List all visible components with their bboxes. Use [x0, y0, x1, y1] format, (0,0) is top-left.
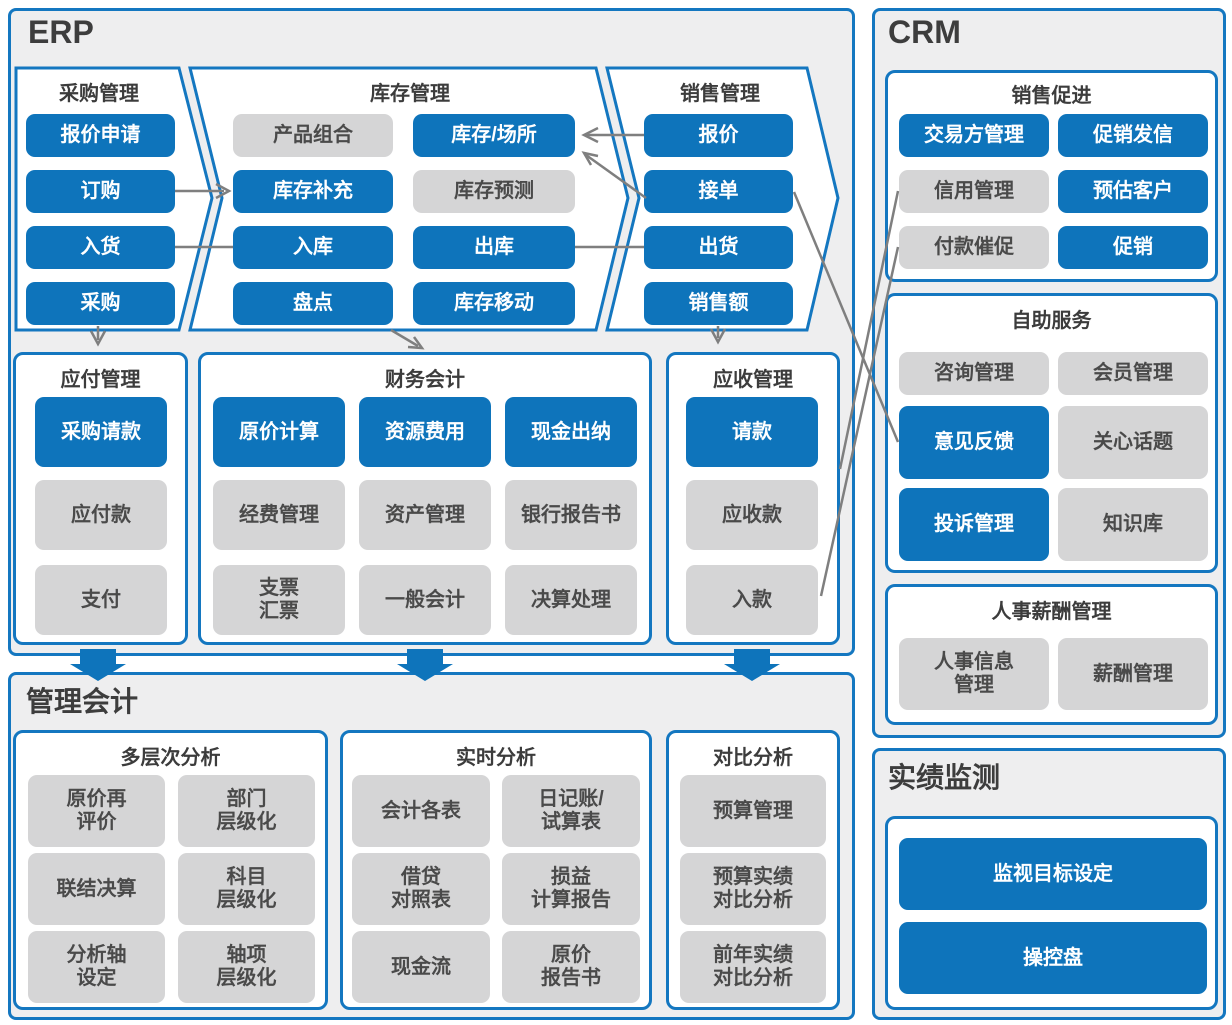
node-money-in[interactable]: 入款 — [686, 565, 818, 635]
node-stock-location[interactable]: 库存/场所 — [413, 114, 575, 157]
node-payroll[interactable]: 薪酬管理 — [1058, 638, 1208, 710]
crm-title: CRM — [888, 14, 961, 50]
node-feedback[interactable]: 意见反馈 — [899, 406, 1049, 479]
node-budget-mgmt[interactable]: 预算管理 — [680, 775, 826, 847]
node-budget-actual-compare[interactable]: 预算实绩 对比分析 — [680, 853, 826, 925]
node-expense-mgmt[interactable]: 经费管理 — [213, 480, 345, 550]
node-product-mix[interactable]: 产品组合 — [233, 114, 393, 157]
node-checks-drafts[interactable]: 支票 汇票 — [213, 565, 345, 635]
node-cost-reeval[interactable]: 原价再 评价 — [28, 775, 165, 847]
node-topics[interactable]: 关心话题 — [1058, 406, 1208, 479]
promotion-section-title: 销售促进 — [1011, 85, 1092, 107]
node-promo-mail[interactable]: 促销发信 — [1058, 114, 1208, 157]
node-bank-report[interactable]: 银行报告书 — [505, 480, 637, 550]
node-quotation[interactable]: 报价 — [644, 114, 793, 157]
performance-title: 实绩监测 — [888, 762, 1001, 793]
hr-section-title: 人事薪酬管理 — [991, 601, 1112, 623]
node-axis-setting[interactable]: 分析轴 设定 — [28, 931, 165, 1003]
node-dept-hierarchy[interactable]: 部门 层级化 — [178, 775, 315, 847]
node-general-accounting[interactable]: 一般会计 — [359, 565, 491, 635]
node-stock-replenish[interactable]: 库存补充 — [233, 170, 393, 213]
node-promotion[interactable]: 促销 — [1058, 226, 1208, 269]
node-purchase-invoice[interactable]: 采购请款 — [35, 397, 167, 467]
node-debit-credit-table[interactable]: 借贷 对照表 — [352, 853, 490, 925]
node-settlement[interactable]: 决算处理 — [505, 565, 637, 635]
node-order[interactable]: 订购 — [26, 170, 175, 213]
payable-section-title: 应付管理 — [60, 369, 141, 391]
erp-title: ERP — [28, 14, 94, 50]
compare-section-title: 对比分析 — [713, 747, 793, 769]
realtime-section-title: 实时分析 — [456, 747, 536, 769]
node-monitor-target[interactable]: 监视目标设定 — [899, 838, 1207, 910]
node-prev-year-compare[interactable]: 前年实绩 对比分析 — [680, 931, 826, 1003]
management-accounting-title: 管理会计 — [26, 686, 139, 717]
node-warehouse-in[interactable]: 入库 — [233, 226, 393, 269]
node-complaint-mgmt[interactable]: 投诉管理 — [899, 488, 1049, 561]
node-member-mgmt[interactable]: 会员管理 — [1058, 352, 1208, 395]
node-subject-hierarchy[interactable]: 科目 层级化 — [178, 853, 315, 925]
node-axis-hierarchy[interactable]: 轴项 层级化 — [178, 931, 315, 1003]
inventory-section-title: 库存管理 — [370, 83, 450, 105]
node-cost-calc[interactable]: 原价计算 — [213, 397, 345, 467]
node-partner-mgmt[interactable]: 交易方管理 — [899, 114, 1049, 157]
multilevel-section-title: 多层次分析 — [120, 747, 221, 769]
node-accounts-receivable[interactable]: 应收款 — [686, 480, 818, 550]
selfservice-section-title: 自助服务 — [1011, 310, 1092, 332]
node-stock-move[interactable]: 库存移动 — [413, 282, 575, 325]
node-stock-forecast[interactable]: 库存预测 — [413, 170, 575, 213]
node-pl-report[interactable]: 损益 计算报告 — [502, 853, 640, 925]
node-knowledge-base[interactable]: 知识库 — [1058, 488, 1208, 561]
node-consolidated-settlement[interactable]: 联结决算 — [28, 853, 165, 925]
finance-section-title: 财务会计 — [385, 369, 465, 391]
node-resource-cost[interactable]: 资源费用 — [359, 397, 491, 467]
node-cash-teller[interactable]: 现金出纳 — [505, 397, 637, 467]
node-payment[interactable]: 支付 — [35, 565, 167, 635]
node-goods-receipt[interactable]: 入货 — [26, 226, 175, 269]
node-asset-mgmt[interactable]: 资产管理 — [359, 480, 491, 550]
node-dashboard[interactable]: 操控盘 — [899, 922, 1207, 994]
node-quote-request[interactable]: 报价申请 — [26, 114, 175, 157]
node-inquiry-mgmt[interactable]: 咨询管理 — [899, 352, 1049, 395]
node-purchase[interactable]: 采购 — [26, 282, 175, 325]
procurement-section-title: 采购管理 — [59, 83, 139, 105]
receivable-section-title: 应收管理 — [713, 369, 793, 391]
node-sales-amount[interactable]: 销售额 — [644, 282, 793, 325]
node-order-accept[interactable]: 接单 — [644, 170, 793, 213]
node-accounts-payable[interactable]: 应付款 — [35, 480, 167, 550]
node-journal-trial[interactable]: 日记账/ 试算表 — [502, 775, 640, 847]
node-hr-info[interactable]: 人事信息 管理 — [899, 638, 1049, 710]
node-warehouse-out[interactable]: 出库 — [413, 226, 575, 269]
sales-section-title: 销售管理 — [680, 83, 760, 105]
node-cost-report[interactable]: 原价 报告书 — [502, 931, 640, 1003]
node-invoicing[interactable]: 请款 — [686, 397, 818, 467]
node-accounting-tables[interactable]: 会计各表 — [352, 775, 490, 847]
node-prospect[interactable]: 预估客户 — [1058, 170, 1208, 213]
node-cash-flow[interactable]: 现金流 — [352, 931, 490, 1003]
node-credit-mgmt[interactable]: 信用管理 — [899, 170, 1049, 213]
node-payment-reminder[interactable]: 付款催促 — [899, 226, 1049, 269]
node-shipping[interactable]: 出货 — [644, 226, 793, 269]
node-stocktaking[interactable]: 盘点 — [233, 282, 393, 325]
